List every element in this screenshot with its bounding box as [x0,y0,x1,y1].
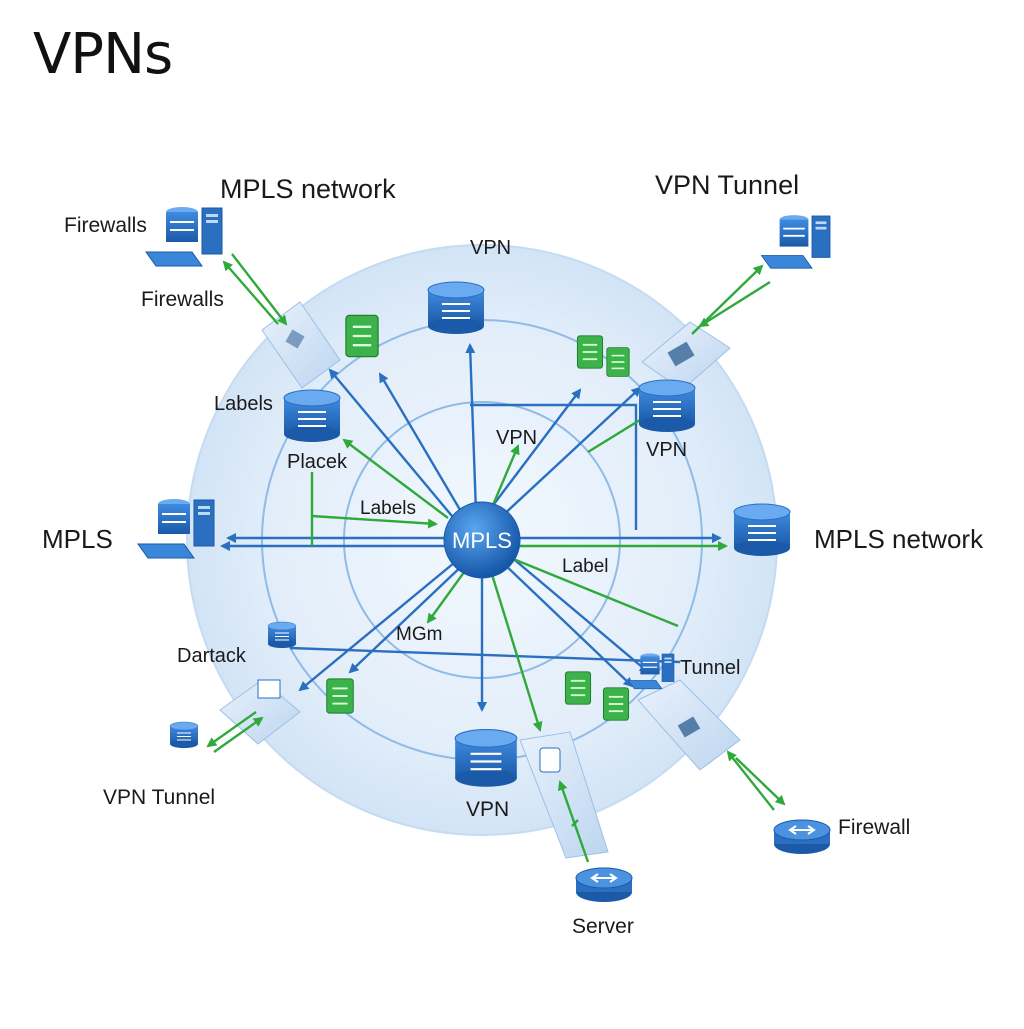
label-vpn-tunnel-bottom: VPN Tunnel [103,786,215,809]
database-icon [733,503,791,557]
label-server-bottom: Server [572,915,634,938]
label-labels-center: Labels [360,498,416,519]
database-icon [169,721,199,749]
blue-links [220,343,722,712]
label-firewalls-top: Firewalls [64,214,147,237]
workstation-icon [760,214,831,270]
mpls-hub-node [443,501,521,579]
database-icon [283,389,341,443]
firewall-card-icon [576,334,604,370]
page-title: VPNs [33,22,173,87]
label-tunnel-right: Tunnel [680,657,740,679]
label-placek: Placek [287,451,348,473]
label-dartack: Dartack [177,645,247,667]
label-vpn-inner: VPN [496,427,537,449]
label-mpls-left: MPLS [42,524,113,554]
firewall-card-icon [325,677,355,715]
label-vpn-top-center: VPN [470,237,511,259]
database-icon [638,379,696,433]
label-firewalls-mid: Firewalls [141,288,224,311]
router-icon [773,819,831,855]
label-label-right: Label [562,556,609,577]
workstation-icon [145,206,223,267]
database-icon [427,281,485,335]
tunnel-panel-icon [219,679,301,745]
firewall-card-icon [605,346,631,378]
label-mpls-network-top: MPLS network [220,174,396,204]
database-icon [454,728,518,788]
label-mgm: MGm [396,624,442,645]
label-vpn-tunnel-top: VPN Tunnel [655,170,799,200]
label-labels-left: Labels [214,393,273,415]
tunnel-panel-icon [637,679,741,771]
database-icon [267,621,297,649]
label-firewall-bottom: Firewall [838,816,910,839]
firewall-card-icon [602,686,630,722]
router-icon [575,867,633,903]
label-vpn-right-node: VPN [646,439,687,461]
green-links [206,253,786,863]
label-mpls-network-right: MPLS network [814,524,984,554]
label-vpn-bottom: VPN [466,798,509,821]
firewall-card-icon [564,670,592,706]
hub-label: MPLS [452,528,512,553]
firewall-card-icon [344,314,380,358]
